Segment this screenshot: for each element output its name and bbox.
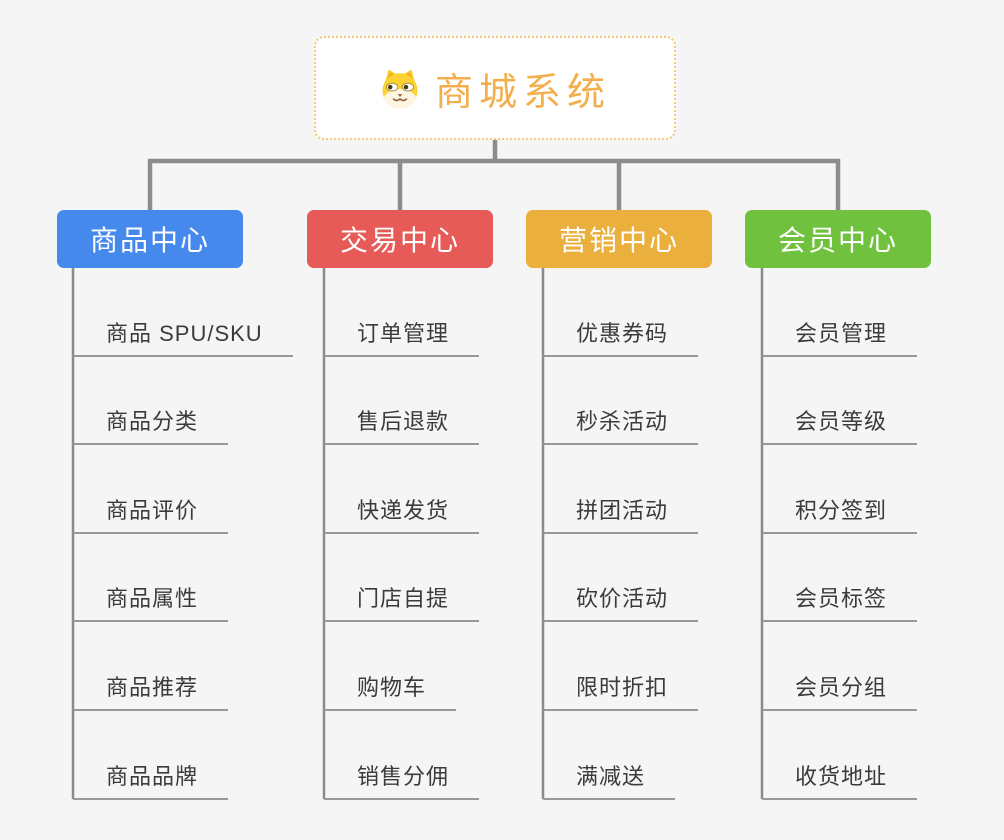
leaf-node[interactable]: 购物车 <box>324 675 457 711</box>
leaf-node[interactable]: 商品推荐 <box>73 675 229 711</box>
dog-face-icon <box>379 67 421 109</box>
branch-node-marketing-center[interactable]: 营销中心 <box>526 210 712 268</box>
leaf-node[interactable]: 商品属性 <box>73 586 229 622</box>
leaf-node[interactable]: 售后退款 <box>324 409 480 445</box>
leaf-node[interactable]: 商品分类 <box>73 409 229 445</box>
leaf-node[interactable]: 砍价活动 <box>543 586 699 622</box>
branch-node-member-center[interactable]: 会员中心 <box>745 210 931 268</box>
branch-node-trade-center[interactable]: 交易中心 <box>307 210 493 268</box>
leaf-node[interactable]: 门店自提 <box>324 586 480 622</box>
leaf-node[interactable]: 快递发货 <box>324 498 480 534</box>
leaf-node[interactable]: 商品品牌 <box>73 764 229 800</box>
leaf-node[interactable]: 会员分组 <box>762 675 918 711</box>
leaf-node[interactable]: 积分签到 <box>762 498 918 534</box>
leaf-node[interactable]: 销售分佣 <box>324 764 480 800</box>
branch-node-product-center[interactable]: 商品中心 <box>57 210 243 268</box>
leaf-node[interactable]: 满减送 <box>543 764 676 800</box>
leaf-node[interactable]: 会员管理 <box>762 321 918 357</box>
leaf-node[interactable]: 秒杀活动 <box>543 409 699 445</box>
leaf-node[interactable]: 商品 SPU/SKU <box>73 321 293 357</box>
leaf-node[interactable]: 商品评价 <box>73 498 229 534</box>
leaf-node[interactable]: 订单管理 <box>324 321 480 357</box>
leaf-node[interactable]: 优惠券码 <box>543 321 699 357</box>
leaf-node[interactable]: 会员标签 <box>762 586 918 622</box>
leaf-node[interactable]: 拼团活动 <box>543 498 699 534</box>
root-node[interactable]: 商城系统 <box>314 36 676 140</box>
leaf-node[interactable]: 收货地址 <box>762 764 918 800</box>
root-title: 商城系统 <box>434 71 611 114</box>
leaf-node[interactable]: 限时折扣 <box>543 675 699 711</box>
leaf-node[interactable]: 会员等级 <box>762 409 918 445</box>
